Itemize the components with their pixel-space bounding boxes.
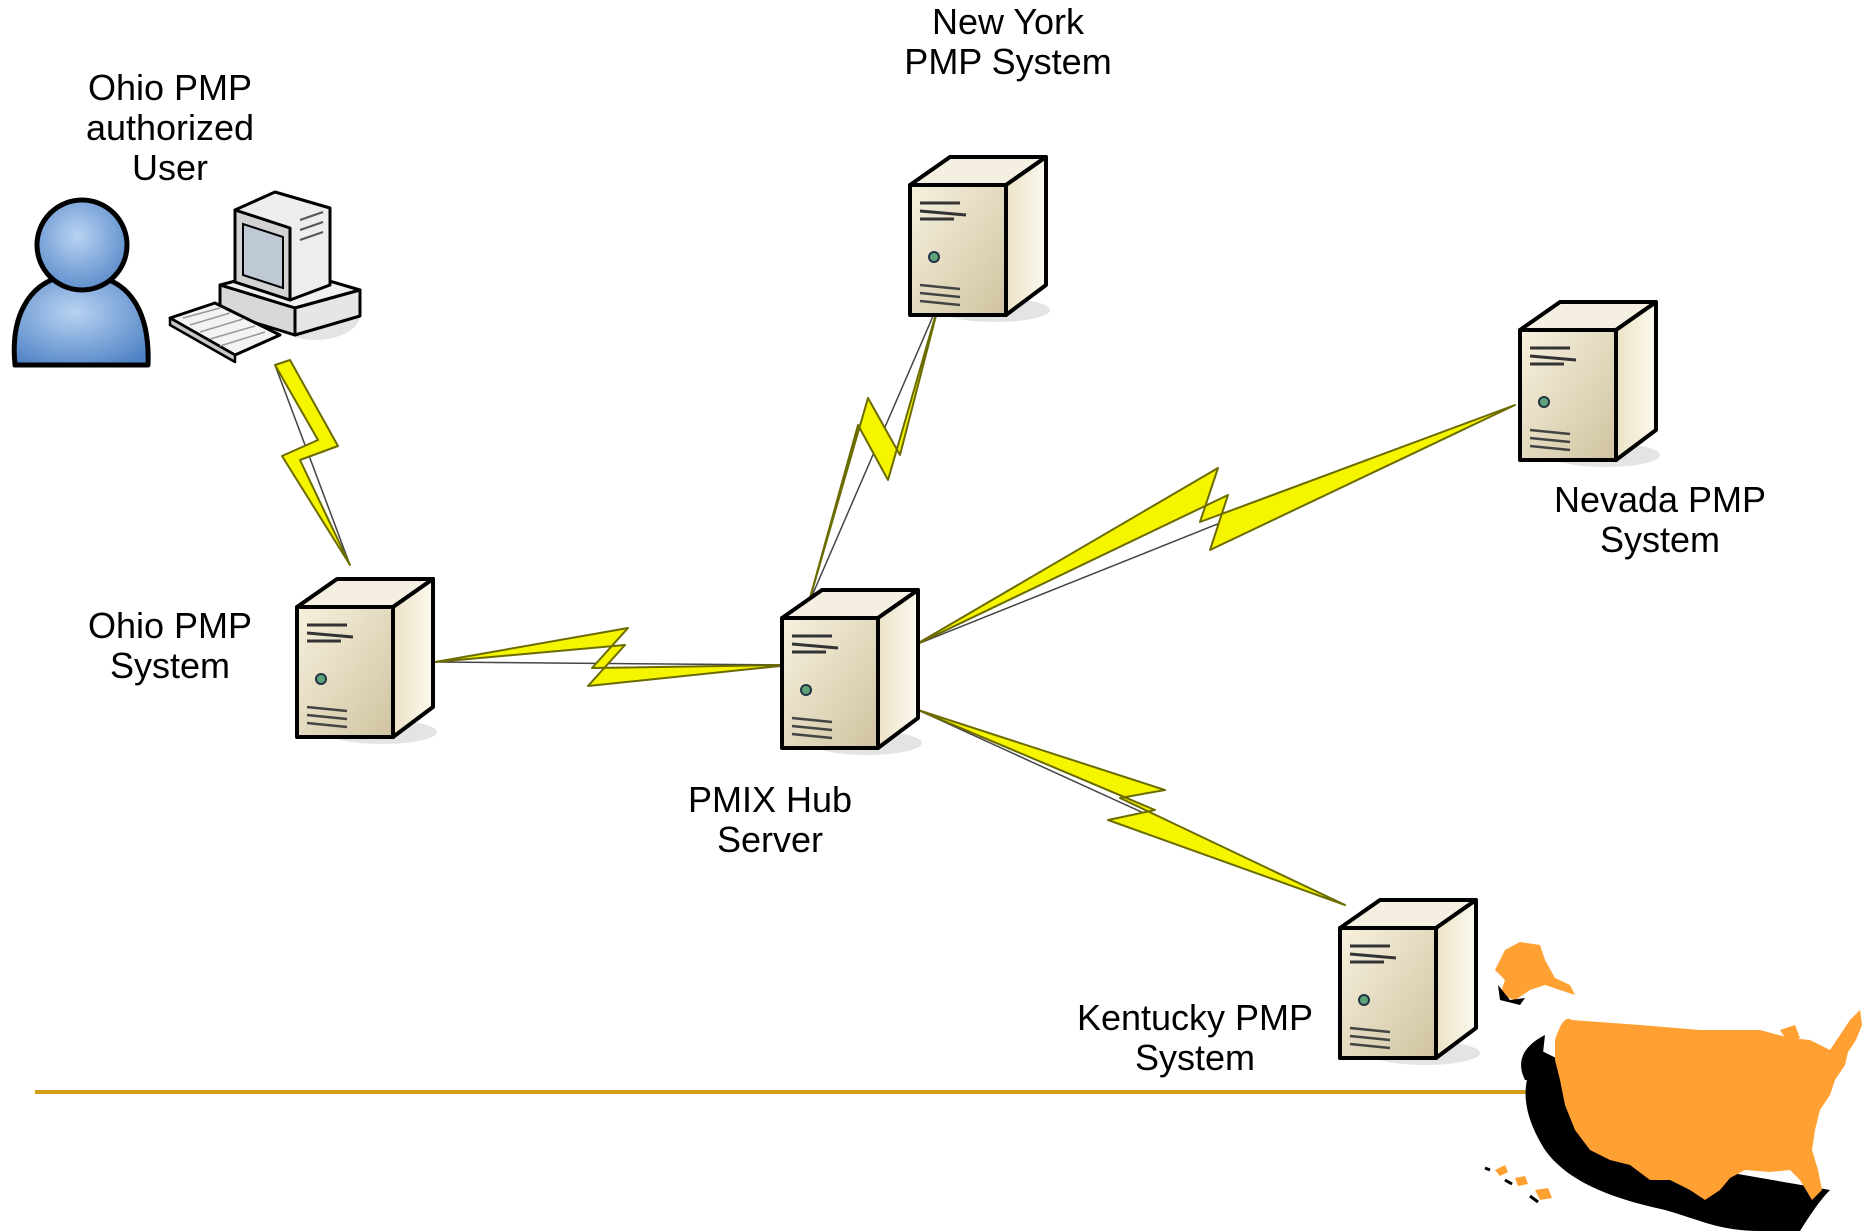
computer-icon: [168, 190, 362, 364]
label-line: PMP System: [904, 41, 1112, 82]
person-icon: [11, 197, 151, 368]
label-line: System: [1134, 1037, 1256, 1078]
label-line: System: [1599, 519, 1721, 560]
server-icon-nevada: [1518, 300, 1662, 469]
label-ohio-user: Ohio PMP authorized User: [86, 68, 254, 188]
label-line: System: [109, 645, 231, 686]
us-map-icon: [1484, 942, 1862, 1231]
server-icon-ohio: [295, 577, 439, 746]
label-line: Ohio PMP: [87, 67, 253, 108]
label-nevada: Nevada PMP System: [1554, 480, 1766, 560]
server-icon-new-york: [908, 155, 1052, 324]
lightning-links: [274, 299, 1516, 906]
label-line: authorized: [85, 107, 255, 148]
link-user-ohio: [274, 359, 351, 566]
server-icon-hub: [780, 588, 924, 757]
label-line: Server: [716, 819, 824, 860]
label-line: Ohio PMP: [87, 605, 253, 646]
label-new-york: New York PMP System: [904, 2, 1111, 82]
link-hub-nv: [914, 404, 1516, 646]
label-ohio-system: Ohio PMP System: [88, 606, 252, 686]
link-ohio-hub: [434, 627, 791, 687]
label-hub: PMIX Hub Server: [688, 780, 852, 860]
label-line: User: [131, 147, 208, 188]
label-line: Kentucky PMP: [1076, 997, 1314, 1038]
label-kentucky: Kentucky PMP System: [1077, 998, 1313, 1078]
label-line: Nevada PMP: [1553, 479, 1767, 520]
label-line: PMIX Hub: [687, 779, 853, 820]
label-line: New York: [931, 1, 1085, 42]
link-hub-ky: [917, 709, 1346, 906]
server-icon-kentucky: [1338, 898, 1482, 1067]
